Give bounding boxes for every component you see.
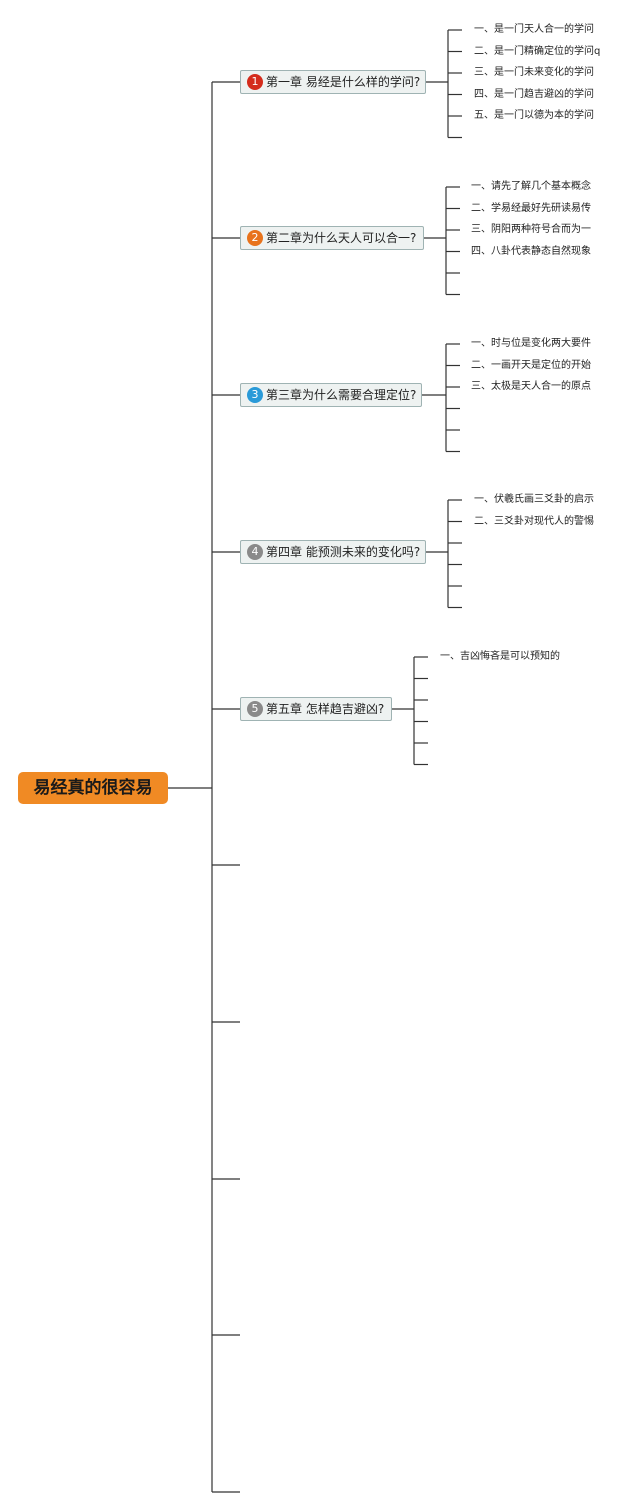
- chapter-number-badge: 4: [247, 544, 263, 560]
- chapter-title: 第一章 易经是什么样的学问?: [266, 75, 421, 89]
- section-item[interactable]: 一、是一门天人合一的学问: [474, 24, 594, 35]
- chapter-title: 第四章 能预测未来的变化吗?: [266, 545, 421, 559]
- chapter-title: 第五章 怎样趋吉避凶?: [266, 702, 385, 716]
- section-item[interactable]: 三、太极是天人合一的原点: [471, 381, 591, 392]
- chapter-title: 第三章为什么需要合理定位?: [266, 388, 417, 402]
- section-item[interactable]: 二、是一门精确定位的学问q: [474, 45, 601, 57]
- chapter-number-badge: 3: [247, 387, 263, 403]
- section-item[interactable]: 三、是一门未来变化的学问: [474, 67, 594, 78]
- section-item[interactable]: 四、是一门趋吉避凶的学问: [474, 88, 594, 100]
- chapter-number-badge: 1: [247, 74, 263, 90]
- section-item[interactable]: 一、请先了解几个基本概念: [471, 181, 591, 192]
- chapter-number-badge: 2: [247, 230, 263, 246]
- section-item[interactable]: 三、阴阳两种符号合而为一: [471, 224, 591, 235]
- section-item[interactable]: 一、伏羲氏画三爻卦的启示: [474, 494, 594, 505]
- section-item[interactable]: 二、学易经最好先研读易传: [471, 202, 591, 214]
- section-item[interactable]: 二、三爻卦对现代人的警惕: [474, 515, 594, 527]
- chapter-title: 第二章为什么天人可以合一?: [266, 231, 417, 245]
- section-item[interactable]: 五、是一门以德为本的学问: [474, 110, 594, 121]
- section-item[interactable]: 二、一画开天是定位的开始: [471, 359, 591, 371]
- root-node[interactable]: 易经真的很容易: [18, 772, 168, 804]
- section-item[interactable]: 四、八卦代表静态自然现象: [471, 245, 591, 257]
- section-item[interactable]: 一、时与位是变化两大要件: [471, 338, 591, 349]
- section-item[interactable]: 一、吉凶悔吝是可以预知的: [440, 651, 560, 662]
- chapter-number-badge: 5: [247, 701, 263, 717]
